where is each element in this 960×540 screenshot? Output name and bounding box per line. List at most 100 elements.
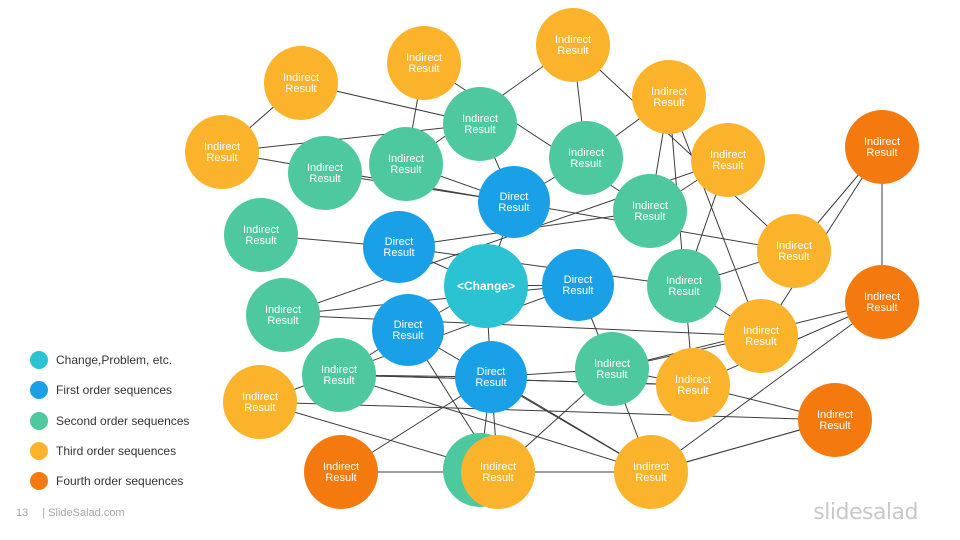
- node-circle-t4: [632, 60, 706, 134]
- edge-s10-t12: [338, 374, 652, 473]
- node-label-change: <Change>: [457, 279, 515, 293]
- node-circle-d2: [363, 211, 435, 283]
- node-circle-s5: [613, 174, 687, 248]
- edge-t4-t8: [668, 96, 762, 337]
- legend-item-second-order: Second order sequences: [30, 406, 189, 436]
- legend-dot-second-order: [30, 411, 48, 430]
- edge-s8-t8: [282, 314, 762, 337]
- node-circle-f4: [798, 383, 872, 457]
- node-circle-t5: [185, 115, 259, 189]
- edge-t2-t7: [572, 44, 795, 252]
- legend-dot-first-order: [30, 381, 48, 400]
- node-circle-s4: [288, 136, 362, 210]
- node-circle-t6: [691, 123, 765, 197]
- legend-item-third-order: Third order sequences: [30, 436, 189, 466]
- node-circle-t10: [223, 365, 297, 439]
- node-circle-f3: [845, 265, 919, 339]
- node-circle-t11: [461, 435, 535, 509]
- edge-s5-t1: [423, 62, 651, 212]
- edge-f3-t12: [650, 301, 883, 473]
- node-circle-t12: [614, 435, 688, 509]
- page-number: 13: [16, 507, 29, 519]
- node-circle-t2: [536, 8, 610, 82]
- legend-label-second-order: Second order sequences: [56, 413, 190, 428]
- node-circle-d5: [455, 341, 527, 413]
- node-circle-t8: [724, 299, 798, 373]
- legend-item-fourth-order: Fourth order sequences: [30, 466, 189, 496]
- brand-logo: slidesalad: [813, 500, 918, 525]
- node-circle-s9: [575, 332, 649, 406]
- node-circle-s8: [246, 278, 320, 352]
- node-circle-f2: [845, 110, 919, 184]
- node-circle-s3: [549, 121, 623, 195]
- edge-t4-t9: [668, 96, 694, 386]
- footer: 13 | SlideSalad.com: [16, 507, 125, 519]
- node-circle-s10: [302, 338, 376, 412]
- legend-label-first-order: First order sequences: [56, 383, 173, 398]
- legend-label-change: Change,Problem, etc.: [56, 353, 173, 368]
- legend-label-fourth-order: Fourth order sequences: [56, 474, 184, 489]
- node-circle-s2: [369, 127, 443, 201]
- edge-s1-t5: [221, 123, 481, 153]
- legend: Change,Problem, etc. First order sequenc…: [30, 345, 189, 496]
- node-circle-t7: [757, 214, 831, 288]
- node-circle-change: [444, 244, 528, 328]
- node-circle-d3: [542, 249, 614, 321]
- node-circle-t9: [656, 348, 730, 422]
- footer-site: | SlideSalad.com: [42, 507, 125, 519]
- node-circle-s6: [224, 198, 298, 272]
- node-circle-s1: [443, 87, 517, 161]
- node-change: <Change>: [444, 244, 528, 328]
- edge-d2-s7: [398, 246, 685, 287]
